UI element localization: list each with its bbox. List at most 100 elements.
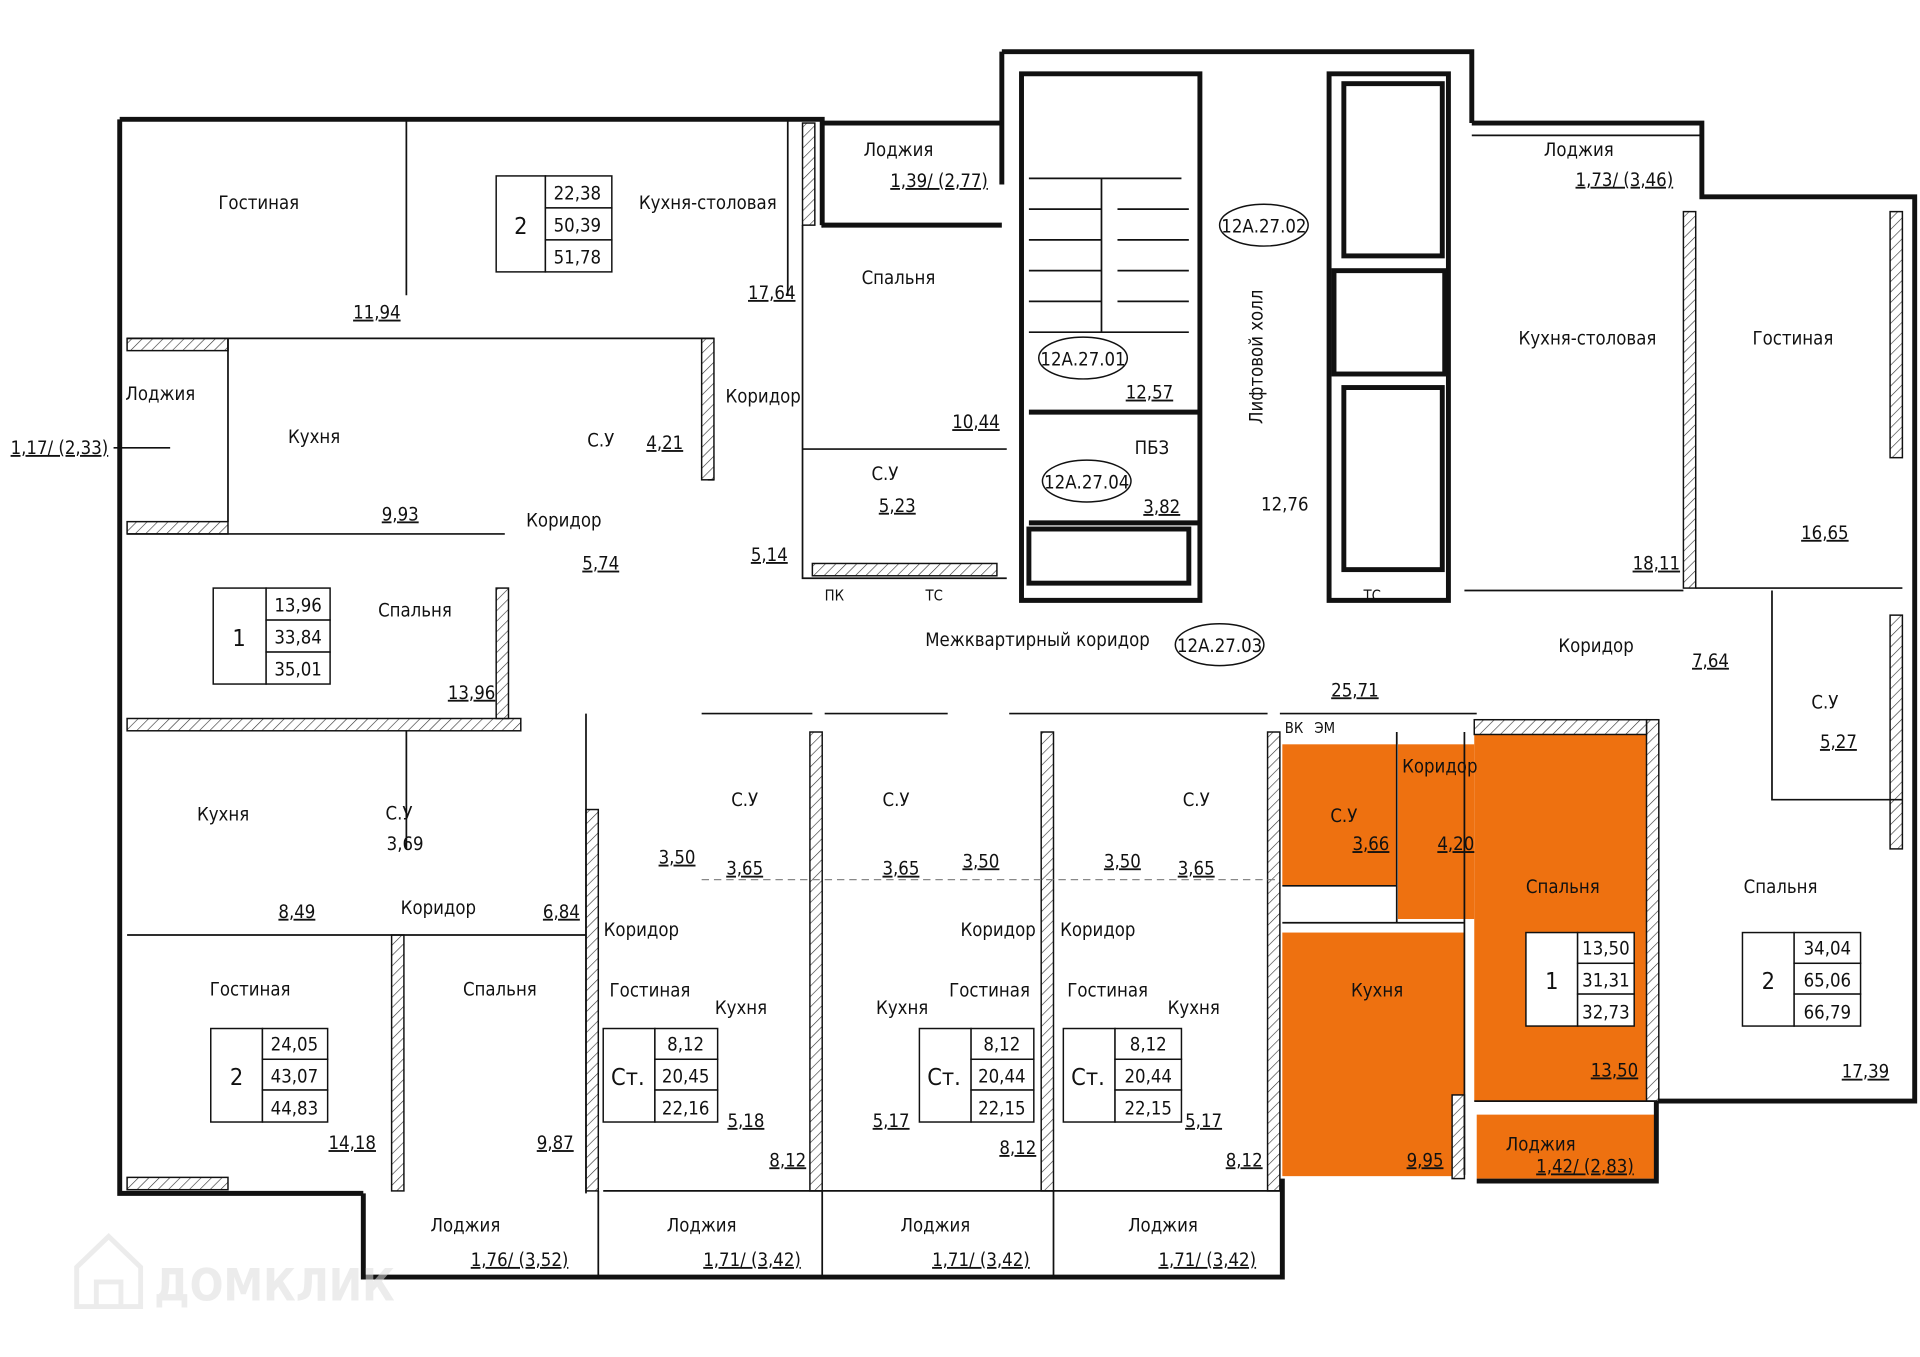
hall-area: 12,76 xyxy=(1261,495,1308,516)
room-area: 3,65 xyxy=(726,859,763,880)
room-label: Гостиная xyxy=(610,981,691,1002)
room-area: 18,11 xyxy=(1633,554,1680,575)
room-area: 1,39/ (2,77) xyxy=(890,171,988,192)
common-areas: 12А.27.01 12,57 12А.27.04 ПБЗ 3,82 12А.2… xyxy=(825,203,1381,737)
total-area-with-loggia: 44,83 xyxy=(271,1099,318,1120)
room-area: 5,17 xyxy=(873,1111,910,1132)
room-area: 10,44 xyxy=(952,412,999,433)
room-area: 5,14 xyxy=(751,545,788,566)
room-label: Гостиная xyxy=(1067,981,1148,1002)
room-label: Спальня xyxy=(463,979,537,1000)
apartment-studio-1[interactable]: Ст. 8,12 20,45 22,16 С.У 3,65 Коридор 3,… xyxy=(602,790,806,1271)
room-area: 1,76/ (3,52) xyxy=(471,1250,569,1271)
room-area: 5,23 xyxy=(879,496,916,517)
total-area: 33,84 xyxy=(274,627,321,648)
house-icon xyxy=(74,1233,144,1310)
room-area: 16,65 xyxy=(1801,523,1848,544)
vk-label: ВК xyxy=(1285,720,1304,737)
apartment-studio-2[interactable]: Ст. 8,12 20,44 22,15 С.У 3,65 Коридор 3,… xyxy=(873,790,1037,1271)
living-area: 22,38 xyxy=(554,183,601,204)
room-count: 1 xyxy=(1545,967,1558,995)
total-area: 20,44 xyxy=(978,1067,1025,1088)
apartment-1room-left[interactable]: 1 13,96 33,84 35,01 Кухня 9,93 С.У 4,21 … xyxy=(11,384,684,704)
room-label: С.У xyxy=(883,790,910,811)
hall-id: 12А.27.02 xyxy=(1221,217,1306,238)
room-count: Ст. xyxy=(927,1063,961,1091)
room-label: С.У xyxy=(731,790,758,811)
pk-label: ПК xyxy=(825,587,845,604)
room-label: Коридор xyxy=(1402,757,1477,778)
stair-area: 12,57 xyxy=(1126,383,1173,404)
highlighted-apartment[interactable] xyxy=(1282,734,1657,1179)
room-area: 14,18 xyxy=(328,1133,375,1154)
living-area: 8,12 xyxy=(1130,1035,1167,1056)
room-label: Лоджия xyxy=(1506,1134,1576,1155)
room-area: 1,17/ (2,33) xyxy=(11,438,109,459)
room-area: 17,64 xyxy=(748,283,795,304)
tc-label: ТС xyxy=(925,587,943,604)
room-label: Коридор xyxy=(725,386,800,407)
total-area: 20,44 xyxy=(1124,1067,1171,1088)
room-area: 4,20 xyxy=(1437,834,1474,855)
room-area: 7,64 xyxy=(1692,651,1729,672)
watermark-text: ДОМКЛИК xyxy=(154,1260,395,1311)
total-area-with-loggia: 32,73 xyxy=(1582,1003,1629,1024)
room-area: 3,66 xyxy=(1352,834,1389,855)
room-label: Кухня xyxy=(288,427,340,448)
room-count: Ст. xyxy=(611,1063,645,1091)
room-area: 6,84 xyxy=(543,902,580,923)
living-area: 8,12 xyxy=(667,1035,704,1056)
room-count: 2 xyxy=(1762,967,1775,995)
corridor-area: 25,71 xyxy=(1331,680,1378,701)
apartment-2room-bottom-left[interactable]: 2 24,05 43,07 44,83 Кухня 8,49 С.У 3,69 … xyxy=(197,803,580,1271)
living-area: 34,04 xyxy=(1804,939,1851,960)
total-area-with-loggia: 22,15 xyxy=(1124,1099,1171,1120)
total-area: 65,06 xyxy=(1804,971,1851,992)
room-label: Кухня xyxy=(1168,998,1220,1019)
room-area: 1,71/ (3,42) xyxy=(703,1250,801,1271)
room-label: Лоджия xyxy=(900,1216,970,1237)
room-label: Кухня xyxy=(197,805,249,826)
corridor-label: Межквартирный коридор xyxy=(925,630,1150,651)
room-count: 1 xyxy=(232,624,245,652)
room-area: 8,12 xyxy=(1226,1150,1263,1171)
room-area: 1,71/ (3,42) xyxy=(1158,1250,1256,1271)
room-area: 1,42/ (2,83) xyxy=(1536,1156,1634,1177)
room-label: Коридор xyxy=(401,898,476,919)
room-label: Гостиная xyxy=(1752,328,1833,349)
room-area: 3,69 xyxy=(387,834,424,855)
apartment-1room-highlighted[interactable]: 1 13,50 31,31 32,73 С.У 3,66 Коридор 4,2… xyxy=(1330,757,1638,1178)
room-label: С.У xyxy=(386,803,413,824)
total-area-with-loggia: 22,15 xyxy=(978,1099,1025,1120)
living-area: 13,96 xyxy=(274,595,321,616)
room-area: 3,50 xyxy=(1104,851,1141,872)
apartment-2room-right[interactable]: 2 34,04 65,06 66,79 Кухня-столовая 18,11… xyxy=(1519,140,1890,1082)
walls xyxy=(117,49,1918,1280)
room-label: Гостиная xyxy=(210,979,291,1000)
total-area-with-loggia: 51,78 xyxy=(554,247,601,268)
room-area: 3,50 xyxy=(659,848,696,869)
room-label: С.У xyxy=(1811,693,1838,714)
room-area: 1,73/ (3,46) xyxy=(1576,170,1674,191)
room-area: 5,74 xyxy=(582,554,619,575)
room-area: 9,95 xyxy=(1407,1150,1444,1171)
total-area: 50,39 xyxy=(554,215,601,236)
apartment-2room-top-left[interactable]: 2 22,38 50,39 51,78 Гостиная 11,94 Кухня… xyxy=(218,140,999,566)
room-label: Лоджия xyxy=(1128,1216,1198,1237)
apartment-studio-3[interactable]: Ст. 8,12 20,44 22,15 С.У 3,65 Коридор 3,… xyxy=(1060,790,1263,1271)
room-label: Коридор xyxy=(1558,636,1633,657)
room-area: 8,12 xyxy=(769,1150,806,1171)
room-label: Спальня xyxy=(1526,877,1600,898)
room-label: Кухня xyxy=(876,998,928,1019)
room-label: Кухня-столовая xyxy=(1519,328,1657,349)
total-area: 31,31 xyxy=(1582,971,1629,992)
room-area: 3,65 xyxy=(882,859,919,880)
watermark: ДОМКЛИК xyxy=(74,1233,395,1311)
room-label: Лоджия xyxy=(864,140,934,161)
room-label: Коридор xyxy=(1060,920,1135,941)
pbz-area: 3,82 xyxy=(1143,497,1180,518)
total-area-with-loggia: 66,79 xyxy=(1804,1003,1851,1024)
total-area-with-loggia: 22,16 xyxy=(662,1099,709,1120)
room-area: 5,17 xyxy=(1185,1111,1222,1132)
room-area: 3,50 xyxy=(962,851,999,872)
